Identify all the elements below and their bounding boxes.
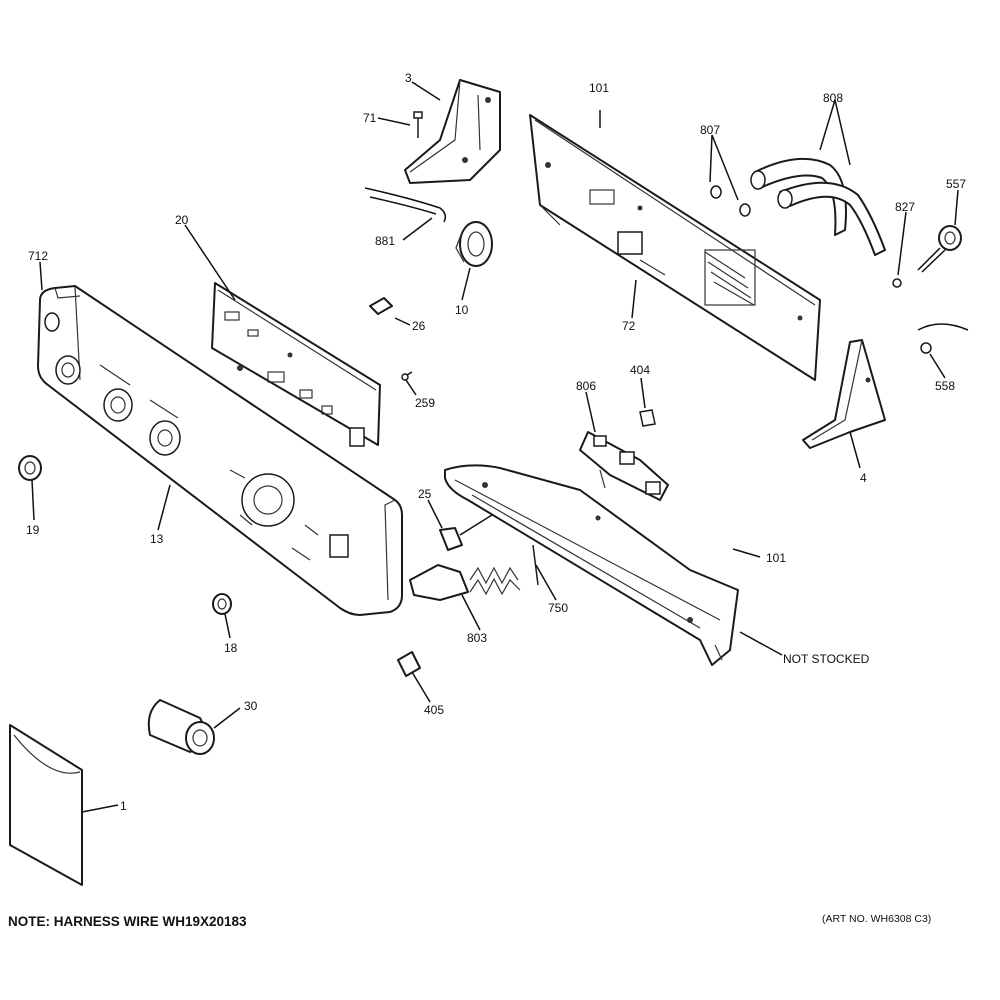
callout-72: 72 [622,319,636,333]
callout-803: 803 [467,631,487,645]
part-end-cap-lower [802,339,886,449]
callout-4: 4 [860,471,867,485]
part-switch-806 [579,431,669,501]
part-circuit-board-20 [211,282,381,447]
callout-20: 20 [175,213,189,227]
part-clamp-827 [892,278,902,288]
callout-558: 558 [935,379,955,393]
part-control-panel-13 [37,285,403,616]
part-bracket-404 [639,409,656,427]
part-knob-18 [212,593,232,615]
part-valve-557 [917,225,962,273]
callout-101-lower: 101 [766,551,786,565]
callout-18: 18 [224,641,238,655]
callout-not-stocked: NOT STOCKED [783,652,870,666]
callout-10: 10 [455,303,469,317]
callout-30: 30 [244,699,258,713]
part-clip-558 [917,323,969,354]
part-end-cap-upper [404,79,501,184]
callout-807: 807 [700,123,720,137]
callout-101-upper: 101 [589,81,609,95]
callout-557: 557 [946,177,966,191]
callout-827: 827 [895,200,915,214]
harness-wire-note: NOTE: HARNESS WIRE WH19X20183 [8,914,247,929]
part-screw-71 [413,111,423,138]
callout-25: 25 [418,487,432,501]
part-knob-30 [147,699,215,755]
callout-808: 808 [823,91,843,105]
part-clip-26 [369,297,393,315]
callout-806: 806 [576,379,596,393]
callout-13: 13 [150,532,164,546]
callout-1: 1 [120,799,127,813]
part-spring-803 [409,564,521,601]
part-bracket-25 [439,514,493,551]
callout-881: 881 [375,234,395,248]
callout-labels: 3 71 101 808 807 557 827 20 881 10 26 71… [26,71,966,813]
callout-712: 712 [28,249,48,263]
callout-26: 26 [412,319,426,333]
art-number: (ART NO. WH6308 C3) [822,913,931,925]
part-rod-750 [532,544,539,586]
part-clip-405 [397,651,421,677]
callout-19: 19 [26,523,40,537]
callout-3: 3 [405,71,412,85]
part-wire-881 [364,187,447,223]
callout-405: 405 [424,703,444,717]
part-washer-807 [710,185,751,217]
part-hose-808 [750,157,886,256]
callout-750: 750 [548,601,568,615]
callout-71: 71 [363,111,377,125]
part-knob-19 [18,455,42,481]
part-screw-259 [401,371,413,381]
part-clip-10 [455,221,493,267]
part-base-rail-101 [444,464,739,666]
callout-404: 404 [630,363,650,377]
part-backsplash-72 [529,114,821,381]
part-manual-1 [9,724,83,886]
callout-259: 259 [415,396,435,410]
leader-lines [31,81,959,813]
